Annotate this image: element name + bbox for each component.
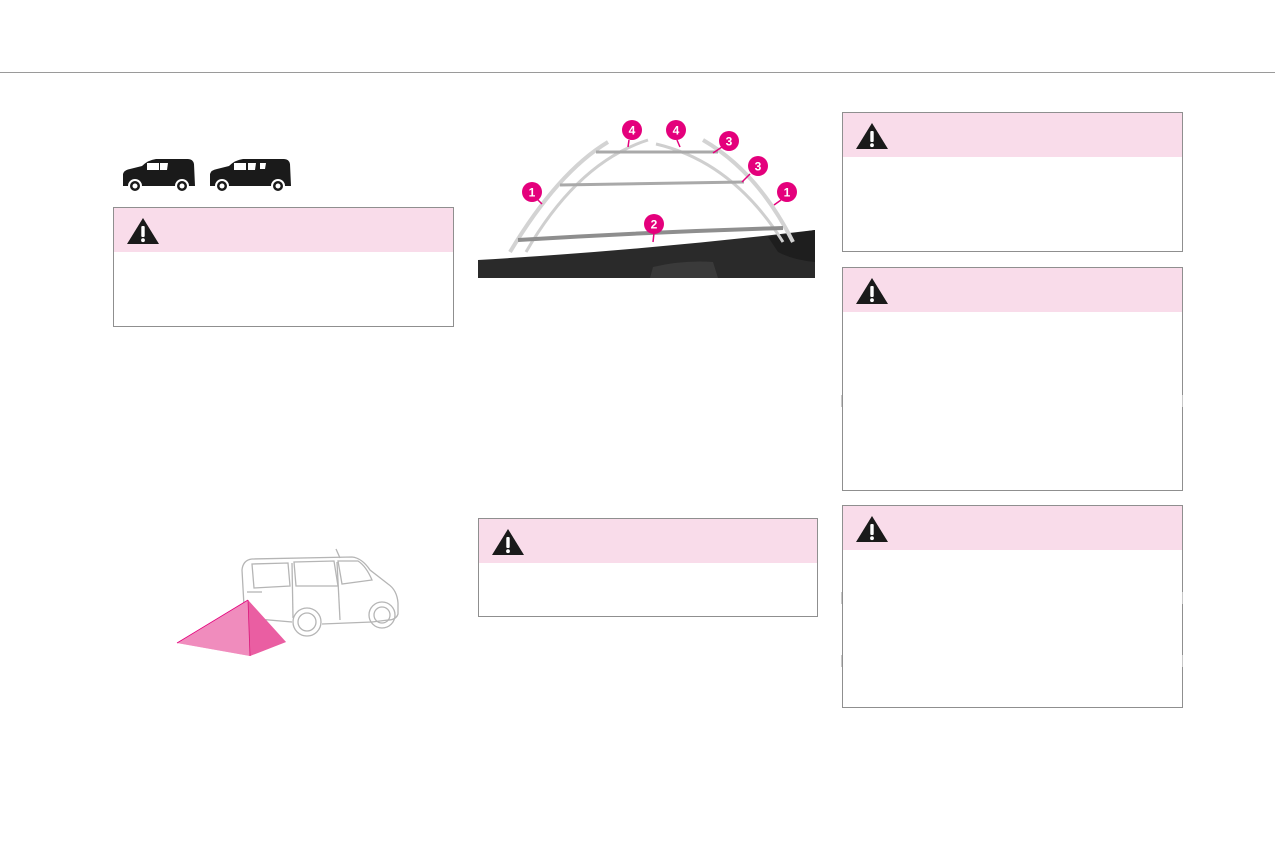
van-short-icon: [123, 159, 195, 193]
warning-triangle-icon: [856, 516, 888, 542]
van-rear-camera-field-illustration: [176, 548, 399, 657]
warning-triangle-icon: [856, 278, 888, 304]
guide-line-right-outer: [701, 138, 795, 243]
guide-line-left-inner: [524, 138, 649, 253]
guide-line-left-outer: [508, 140, 610, 254]
svg-text:2: 2: [651, 218, 658, 232]
edge-mark: [1182, 592, 1183, 604]
warning-box-right-2: [842, 267, 1183, 491]
edge-mark: [841, 395, 842, 407]
callout-1-a: 1: [522, 182, 542, 202]
warning-triangle-icon: [127, 218, 159, 244]
guide-line-right-inner: [655, 142, 785, 243]
edge-mark: [1182, 395, 1183, 407]
warning-box-left: [113, 207, 454, 327]
header-rule: [0, 72, 1275, 73]
warning-box-right-3: [842, 505, 1183, 708]
svg-text:4: 4: [629, 124, 636, 138]
callout-4-a: 4: [622, 120, 642, 140]
edge-mark: [841, 655, 842, 667]
warning-box-header: [114, 208, 453, 252]
svg-text:3: 3: [726, 135, 733, 149]
guide-line-mid: [559, 180, 745, 187]
svg-text:1: 1: [784, 186, 791, 200]
warning-box-header: [843, 268, 1182, 312]
edge-mark: [841, 592, 842, 604]
svg-text:1: 1: [529, 186, 536, 200]
vehicle-silhouettes: [123, 159, 291, 193]
callout-2: 2: [644, 214, 664, 234]
svg-text:3: 3: [755, 160, 762, 174]
van-long-icon: [210, 159, 291, 193]
callout-3-b: 3: [748, 156, 768, 176]
warning-box-header: [843, 113, 1182, 157]
warning-triangle-icon: [492, 529, 524, 555]
warning-box-header: [479, 519, 817, 563]
rear-bumper: [478, 230, 815, 278]
rear-camera-view-illustration: 4 4 3 3 1 1 2: [478, 120, 815, 278]
warning-box-header: [843, 506, 1182, 550]
callout-3-a: 3: [719, 131, 739, 151]
svg-text:4: 4: [673, 124, 680, 138]
callout-1-b: 1: [777, 182, 797, 202]
callout-4-b: 4: [666, 120, 686, 140]
warning-box-right-1: [842, 112, 1183, 252]
edge-mark: [1182, 655, 1183, 667]
warning-triangle-icon: [856, 123, 888, 149]
guide-line-near: [517, 226, 784, 242]
warning-box-middle: [478, 518, 818, 617]
camera-field-cone: [176, 599, 286, 657]
